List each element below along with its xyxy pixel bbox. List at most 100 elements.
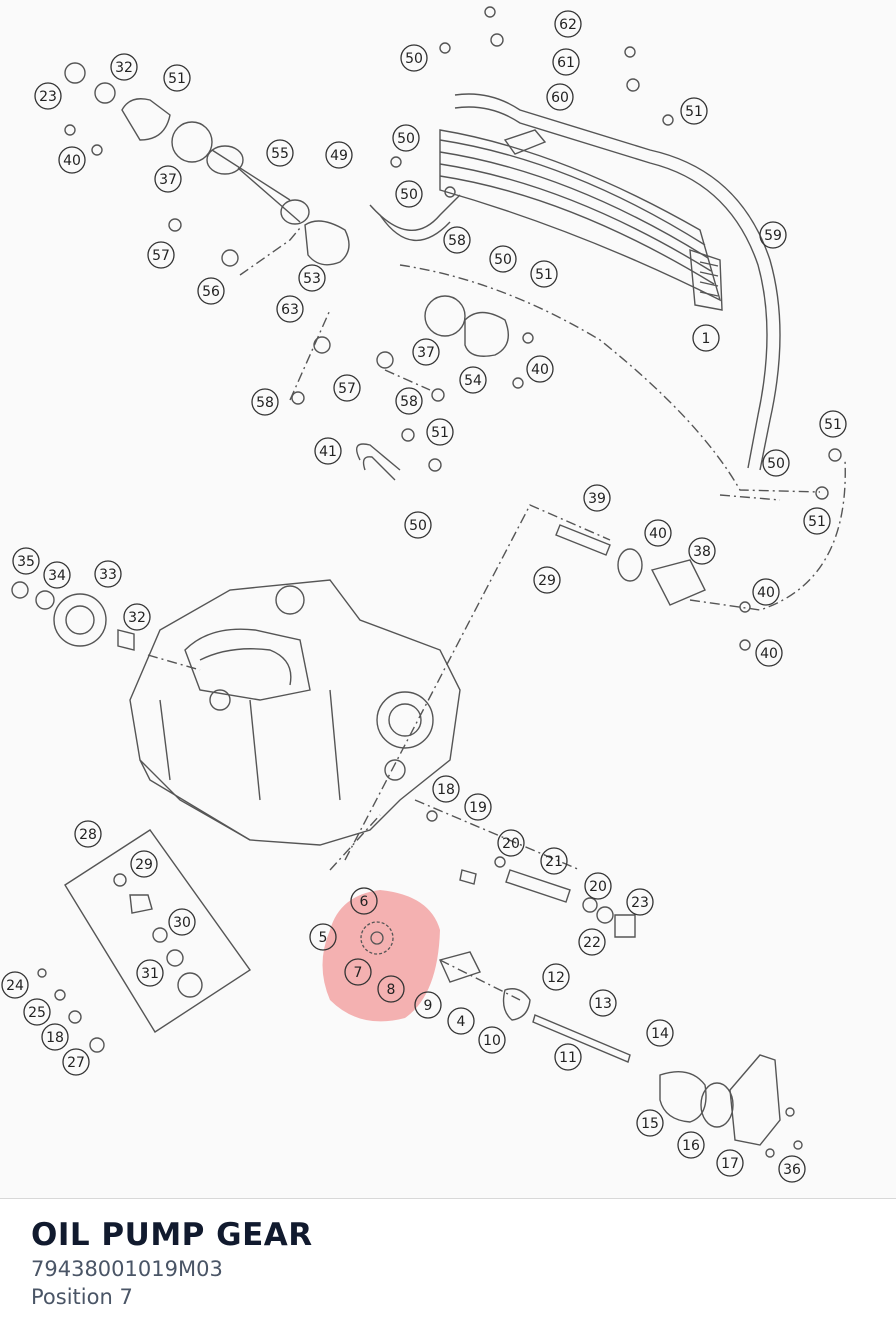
callout-40[interactable]: 40 <box>58 146 86 174</box>
callout-56[interactable]: 56 <box>197 277 225 305</box>
callout-35[interactable]: 35 <box>12 547 40 575</box>
callout-9[interactable]: 9 <box>414 991 442 1019</box>
callout-circle <box>759 221 787 249</box>
callout-circle <box>546 83 574 111</box>
callout-58[interactable]: 58 <box>251 388 279 416</box>
callout-8[interactable]: 8 <box>377 975 405 1003</box>
callout-label: 27 <box>67 1055 85 1071</box>
callout-40[interactable]: 40 <box>526 355 554 383</box>
oil-pump-gear[interactable] <box>360 921 394 955</box>
callout-57[interactable]: 57 <box>147 241 175 269</box>
callout-34[interactable]: 34 <box>43 561 71 589</box>
callout-63[interactable]: 63 <box>276 295 304 323</box>
callout-label: 37 <box>159 172 177 188</box>
callout-4[interactable]: 4 <box>447 1007 475 1035</box>
callout-32[interactable]: 32 <box>123 603 151 631</box>
callout-20[interactable]: 20 <box>497 829 525 857</box>
callout-33[interactable]: 33 <box>94 560 122 588</box>
callout-label: 40 <box>760 646 778 662</box>
callout-41[interactable]: 41 <box>314 437 342 465</box>
callout-label: 23 <box>39 89 57 105</box>
callout-50[interactable]: 50 <box>489 245 517 273</box>
callout-37[interactable]: 37 <box>412 338 440 366</box>
callout-32[interactable]: 32 <box>110 53 138 81</box>
callout-label: 35 <box>17 554 35 570</box>
callout-38[interactable]: 38 <box>688 537 716 565</box>
callout-23[interactable]: 23 <box>34 82 62 110</box>
callout-51[interactable]: 51 <box>680 97 708 125</box>
callout-54[interactable]: 54 <box>459 366 487 394</box>
callout-10[interactable]: 10 <box>478 1026 506 1054</box>
callout-50[interactable]: 50 <box>400 44 428 72</box>
callout-50[interactable]: 50 <box>404 511 432 539</box>
callout-51[interactable]: 51 <box>530 260 558 288</box>
callout-label: 25 <box>28 1005 46 1021</box>
callout-50[interactable]: 50 <box>392 124 420 152</box>
callout-circle <box>803 507 831 535</box>
callout-12[interactable]: 12 <box>542 963 570 991</box>
callout-62[interactable]: 62 <box>554 10 582 38</box>
callout-25[interactable]: 25 <box>23 998 51 1026</box>
callout-28[interactable]: 28 <box>74 820 102 848</box>
selected-part-highlight <box>322 890 440 1022</box>
callout-58[interactable]: 58 <box>443 226 471 254</box>
callout-29[interactable]: 29 <box>533 566 561 594</box>
callout-14[interactable]: 14 <box>646 1019 674 1047</box>
callout-16[interactable]: 16 <box>677 1131 705 1159</box>
callout-51[interactable]: 51 <box>426 418 454 446</box>
callout-27[interactable]: 27 <box>62 1048 90 1076</box>
callout-40[interactable]: 40 <box>755 639 783 667</box>
callout-20[interactable]: 20 <box>584 872 612 900</box>
callout-24[interactable]: 24 <box>1 971 29 999</box>
callout-23[interactable]: 23 <box>626 888 654 916</box>
callout-13[interactable]: 13 <box>589 989 617 1017</box>
callout-circle <box>554 1043 582 1071</box>
callout-31[interactable]: 31 <box>136 959 164 987</box>
callout-21[interactable]: 21 <box>540 847 568 875</box>
callout-label: 58 <box>400 394 418 410</box>
callout-5[interactable]: 5 <box>309 923 337 951</box>
callout-40[interactable]: 40 <box>752 578 780 606</box>
callout-label: 51 <box>535 267 553 283</box>
callout-30[interactable]: 30 <box>168 908 196 936</box>
callout-50[interactable]: 50 <box>762 449 790 477</box>
callout-22[interactable]: 22 <box>578 928 606 956</box>
callout-55[interactable]: 55 <box>266 139 294 167</box>
callout-29[interactable]: 29 <box>130 850 158 878</box>
callout-60[interactable]: 60 <box>546 83 574 111</box>
callout-17[interactable]: 17 <box>716 1149 744 1177</box>
callout-18[interactable]: 18 <box>41 1023 69 1051</box>
callout-50[interactable]: 50 <box>395 180 423 208</box>
callout-label: 40 <box>531 362 549 378</box>
callout-39[interactable]: 39 <box>583 484 611 512</box>
callout-40[interactable]: 40 <box>644 519 672 547</box>
callout-36[interactable]: 36 <box>778 1155 806 1183</box>
callout-circle <box>130 850 158 878</box>
callout-59[interactable]: 59 <box>759 221 787 249</box>
callout-51[interactable]: 51 <box>163 64 191 92</box>
callout-53[interactable]: 53 <box>298 264 326 292</box>
callout-label: 40 <box>649 526 667 542</box>
callout-label: 50 <box>409 518 427 534</box>
callout-7[interactable]: 7 <box>344 958 372 986</box>
callout-51[interactable]: 51 <box>819 410 847 438</box>
callout-circle <box>377 975 405 1003</box>
callout-58[interactable]: 58 <box>395 387 423 415</box>
callout-51[interactable]: 51 <box>803 507 831 535</box>
callout-1[interactable]: 1 <box>692 324 720 352</box>
callout-57[interactable]: 57 <box>333 374 361 402</box>
callout-6[interactable]: 6 <box>350 887 378 915</box>
callout-61[interactable]: 61 <box>552 48 580 76</box>
callout-label: 58 <box>256 395 274 411</box>
callout-18[interactable]: 18 <box>432 775 460 803</box>
callout-15[interactable]: 15 <box>636 1109 664 1137</box>
callout-19[interactable]: 19 <box>464 793 492 821</box>
callout-37[interactable]: 37 <box>154 165 182 193</box>
callout-label: 58 <box>448 233 466 249</box>
callout-circle <box>404 511 432 539</box>
callout-label: 20 <box>589 879 607 895</box>
divider <box>0 1198 896 1199</box>
callout-11[interactable]: 11 <box>554 1043 582 1071</box>
callout-circle <box>350 887 378 915</box>
callout-49[interactable]: 49 <box>325 141 353 169</box>
